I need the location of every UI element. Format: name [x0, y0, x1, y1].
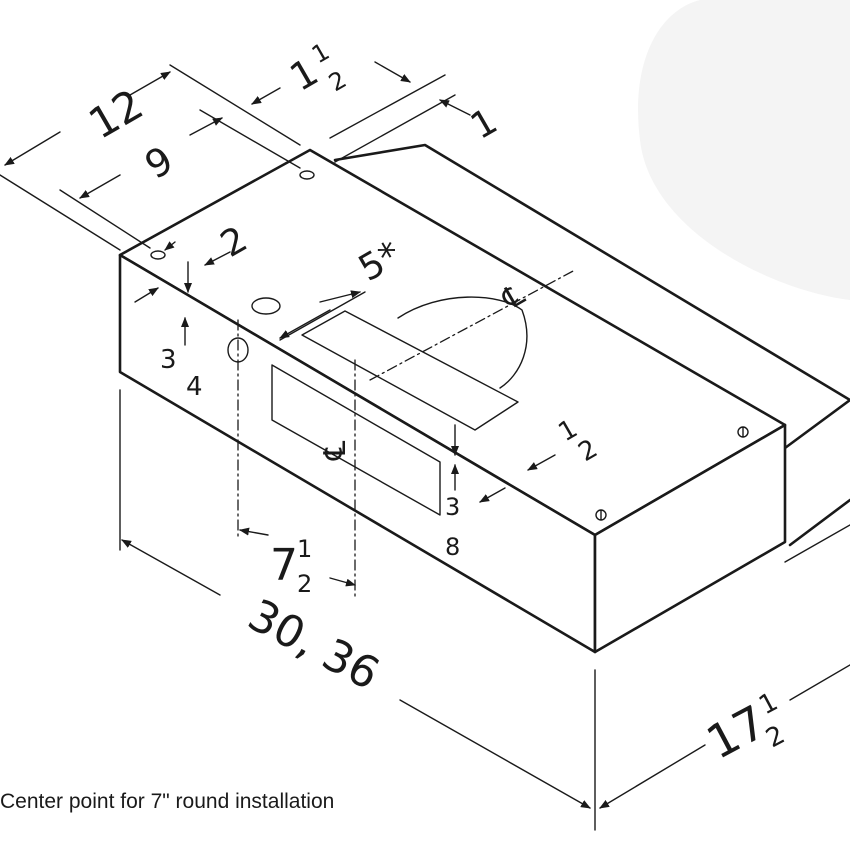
front-cutout — [271, 364, 441, 516]
dim-label-9-text: 9 — [138, 138, 181, 188]
dim-label-38-num: 3 — [445, 493, 460, 521]
dim-2-arrow-b — [164, 241, 176, 251]
dim-12-arrow-a — [4, 131, 61, 166]
ext-12-left — [0, 174, 121, 251]
dim-top-arrow-b — [374, 61, 411, 83]
dim-right-half-arrow — [527, 454, 556, 471]
dim-label-front-whole: 7 — [270, 540, 298, 591]
mounting-hole-top-back — [299, 170, 315, 180]
dim-label-front-num: 1 — [297, 535, 312, 563]
dim-label-width: 30, 36 — [240, 590, 388, 701]
dim-width-arrow-a — [121, 539, 221, 596]
wire-hole-top — [251, 297, 281, 315]
keyhole-slot-2 — [595, 509, 607, 521]
dim-label-side-num: 3 — [160, 345, 177, 375]
hood-body — [118, 143, 850, 654]
dim-depth-arrow-a — [599, 744, 706, 809]
rear-wedge-bottom — [788, 498, 850, 547]
footnote: Center point for 7" round installation — [0, 790, 335, 813]
rear-wedge-lower — [783, 398, 850, 450]
ext-12-right — [169, 64, 301, 146]
dim-9-arrow-a — [79, 174, 121, 199]
ext-9-right — [199, 109, 301, 169]
ext-9-left — [59, 189, 151, 249]
centerlines — [237, 269, 576, 601]
dim-5-line — [279, 291, 366, 341]
dim-label-side-den: 4 — [186, 372, 203, 402]
dim-width-arrow-b — [399, 699, 591, 809]
dim-38-side-arrow — [479, 487, 506, 503]
dim-label-front-den: 2 — [297, 570, 312, 598]
ext-top-a — [329, 74, 446, 139]
dim-label-right-small: 1 — [464, 101, 504, 148]
cutouts — [150, 170, 749, 521]
dim-label-top-den: 2 — [324, 65, 351, 97]
dim-label-depth-den: 2 — [761, 720, 790, 754]
centerline-duct — [369, 269, 576, 381]
dim-5-arrow-b — [319, 290, 361, 303]
rear-wedge — [333, 143, 850, 402]
dim-label-38-den: 8 — [445, 533, 460, 561]
dim-side-left — [134, 287, 159, 303]
dim-12-arrow-b — [129, 71, 171, 96]
round-duct-outline — [397, 296, 528, 389]
dim-depth-arrow-b — [789, 664, 850, 701]
dim-2-arrow — [204, 251, 231, 266]
dim-9-arrow-b — [189, 117, 223, 136]
centerline-symbol-front: ℄ — [318, 441, 353, 461]
right-side-face — [593, 423, 787, 654]
duct-cutout-top — [301, 310, 519, 431]
dim-7half-arrow-b — [329, 577, 356, 587]
ext-top-b — [334, 94, 456, 163]
background-shade — [638, 0, 850, 300]
dim-7half-arrow-a — [239, 527, 269, 536]
dim-top-arrow-a — [251, 87, 281, 105]
dim-1-arrow — [439, 99, 471, 116]
dimension-lines — [0, 61, 850, 831]
dim-5-arrow — [279, 309, 331, 339]
ext-depth-right — [784, 524, 850, 563]
keyhole-slot-1 — [737, 426, 749, 438]
mounting-hole-top-left — [150, 250, 166, 260]
dim-label-12: 12 — [81, 79, 152, 148]
